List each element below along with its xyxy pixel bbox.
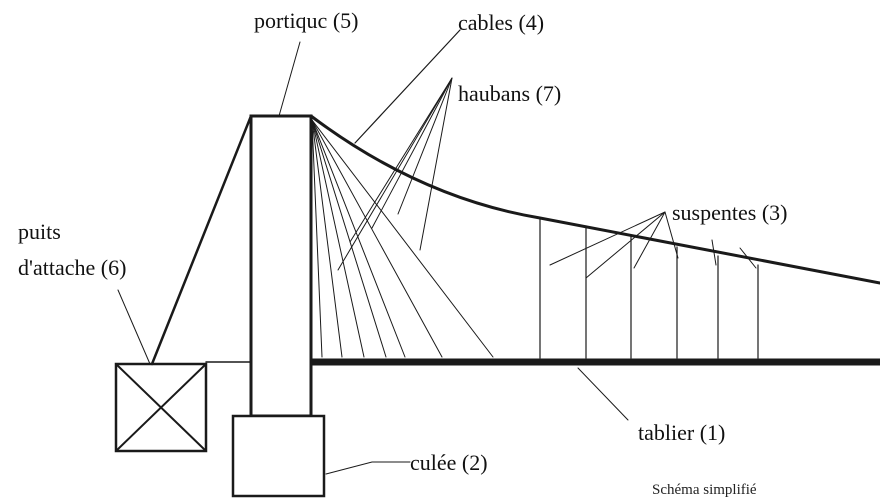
label-haubans: haubans (7): [458, 81, 561, 106]
main-cable: [309, 114, 880, 285]
caption: Schéma simplifié: [652, 482, 757, 498]
label-cables: cables (4): [458, 10, 544, 35]
stay-cables: [311, 119, 494, 358]
label-suspentes: suspentes (3): [672, 200, 787, 225]
label-culee: culée (2): [410, 450, 488, 475]
pylon: [249, 114, 313, 418]
label-portique: portiquc (5): [254, 8, 358, 33]
anchorage-well: [114, 362, 208, 453]
backstay-cable: [150, 114, 253, 366]
leader-lines: [117, 29, 757, 475]
label-puits-line2: d'attache (6): [18, 255, 126, 280]
label-tablier: tablier (1): [638, 420, 725, 445]
abutment: [231, 414, 326, 498]
label-puits-line1: puits: [18, 219, 61, 244]
